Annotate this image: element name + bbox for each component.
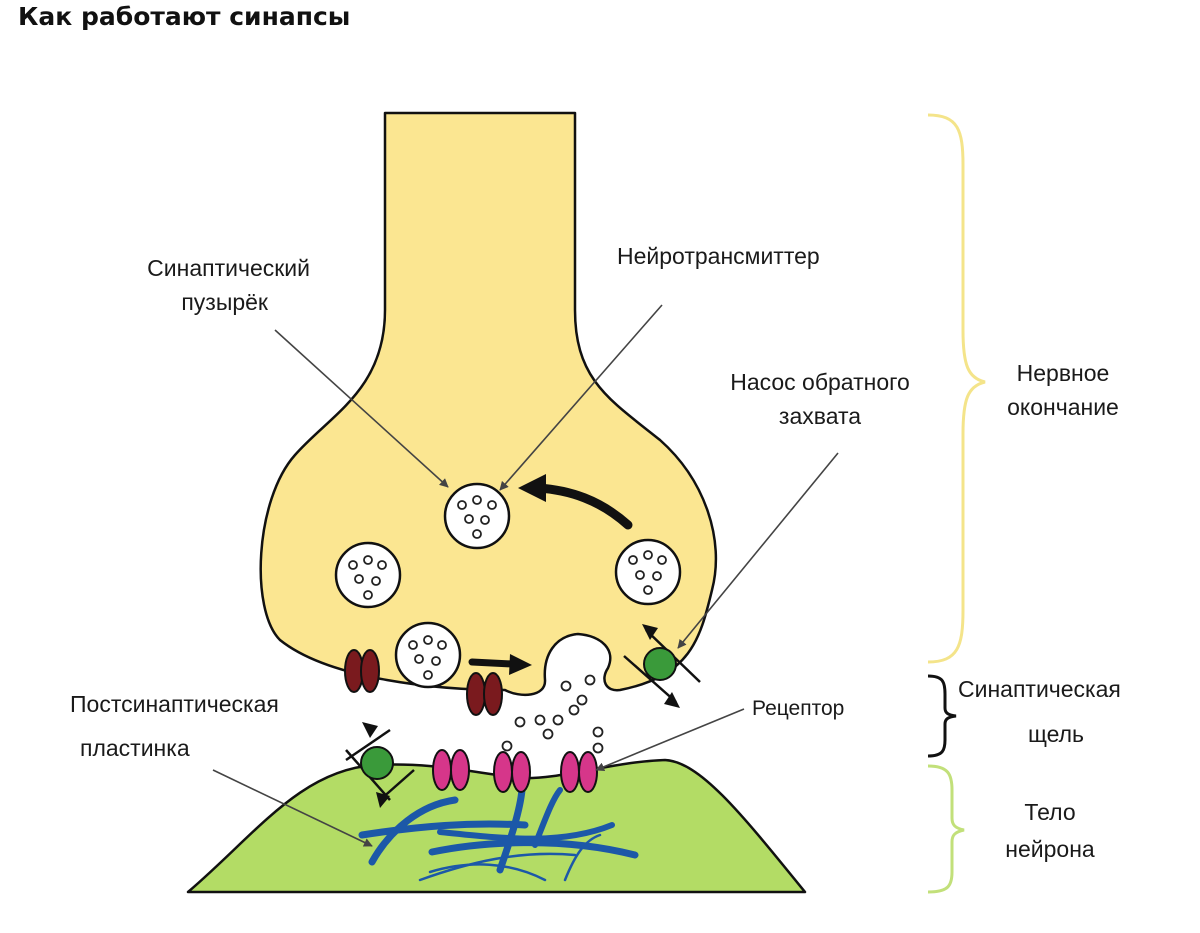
cytoskeleton-fibers bbox=[358, 786, 639, 882]
receptor bbox=[493, 751, 531, 793]
vesicle bbox=[614, 538, 682, 606]
body-brace bbox=[927, 764, 965, 894]
body-label-line1: Тело bbox=[1024, 799, 1075, 825]
terminal-label-line1: Нервное bbox=[1017, 360, 1110, 386]
neurotransmitter-label: Нейротрансмиттер bbox=[617, 243, 820, 269]
ion-channel bbox=[466, 672, 503, 716]
terminal-brace bbox=[927, 113, 986, 664]
neurotransmitter-pointer bbox=[499, 304, 663, 491]
body-label-line2: нейрона bbox=[1005, 836, 1095, 862]
pump-label-line1: Насос обратного bbox=[730, 369, 910, 395]
cleft-label-line2: щель bbox=[1028, 721, 1084, 747]
vesicle-movement-arrow bbox=[468, 654, 532, 675]
receptor-pointer bbox=[595, 708, 745, 772]
nerve-terminal bbox=[259, 111, 718, 697]
cleft-brace bbox=[927, 674, 957, 758]
ion-channel bbox=[344, 649, 380, 693]
postsyn-label-line2: пластинка bbox=[80, 735, 190, 761]
vesicle bbox=[334, 541, 402, 609]
pump-pointer bbox=[677, 452, 839, 649]
postsyn-label-line1: Постсинаптическая bbox=[70, 691, 279, 717]
receptor bbox=[560, 751, 598, 793]
reuptake-pump bbox=[345, 722, 415, 808]
reuptake-pump bbox=[623, 624, 701, 708]
vesicle-pointer bbox=[274, 329, 449, 488]
terminal-label-line2: окончание bbox=[1007, 394, 1119, 420]
neurotransmitter-molecules bbox=[501, 674, 604, 754]
vesicle-label-line2: пузырёк bbox=[181, 289, 269, 315]
receptor-label: Рецептор bbox=[752, 697, 844, 720]
cleft-label-line1: Синаптическая bbox=[958, 676, 1121, 702]
vesicle bbox=[394, 621, 462, 689]
reuptake-arrow bbox=[518, 474, 633, 530]
receptor bbox=[432, 749, 470, 791]
postsyn-pointer bbox=[212, 769, 373, 847]
vesicle bbox=[443, 482, 511, 550]
pump-label-line2: захвата bbox=[779, 403, 861, 429]
vesicle-label-line1: Синаптический bbox=[147, 255, 310, 281]
page-title: Как работают синапсы bbox=[18, 2, 351, 31]
